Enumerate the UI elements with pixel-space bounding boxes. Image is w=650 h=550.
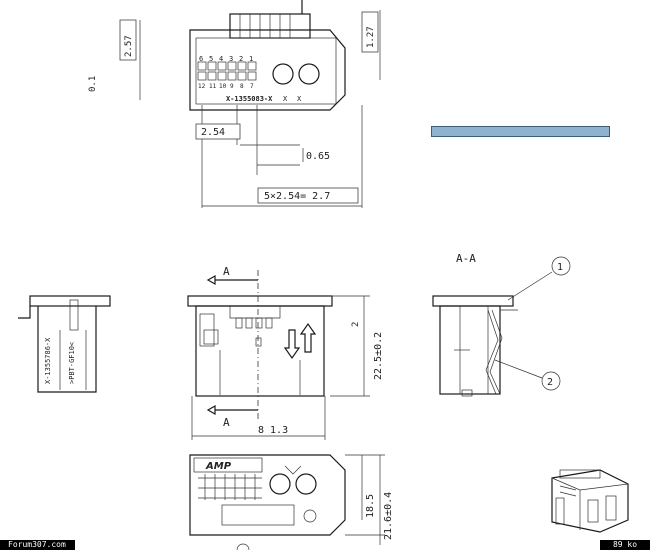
- pin-label-8: 8: [240, 83, 244, 90]
- pin-label-12: 12: [198, 83, 206, 90]
- callout-2: 2: [547, 377, 553, 388]
- part-number-top: X-1355083-X: [226, 95, 273, 103]
- dim-right-height: 1.27: [366, 26, 376, 48]
- pin-grid: [197, 61, 257, 81]
- dim-bottom-h2: 21.6±0.4: [383, 492, 394, 540]
- callout-2-circle: [541, 371, 561, 391]
- pin-label-1: 1: [249, 55, 253, 63]
- pin-label-4: 4: [219, 55, 223, 63]
- bottom-pin-rows: [198, 474, 262, 500]
- dim-top-offset: 0.1: [88, 76, 98, 92]
- section-label-top: A: [223, 265, 230, 278]
- pin-label-3: 3: [229, 55, 233, 63]
- pin-label-2: 2: [239, 55, 243, 63]
- pin-label-6: 6: [199, 55, 203, 63]
- section-view: A-A 1 2: [432, 252, 571, 397]
- pin-label-7: 7: [250, 83, 254, 90]
- left-side-view: X-1355786-X >PBT-GF10<: [18, 295, 111, 393]
- dim-bottom-h1: 18.5: [365, 494, 376, 518]
- pin-label-9: 9: [230, 83, 234, 90]
- center-view: A A 8 1.3 22.5±0.2 2: [187, 265, 384, 440]
- dim-gap: 0.65: [306, 151, 330, 162]
- footer-site-link[interactable]: Forum307.com: [0, 540, 75, 550]
- cavity-mark-right: X: [297, 95, 302, 103]
- cavity-circle-right: [298, 63, 320, 85]
- dim-height-side: 22.5±0.2: [373, 332, 384, 380]
- section-label-bottom: A: [223, 416, 230, 429]
- side-mark-part: X-1355786-X: [44, 337, 52, 384]
- dim-small: 2: [351, 322, 361, 327]
- cavity-circle-left: [272, 63, 294, 85]
- cavity-mark-left: X: [283, 95, 288, 103]
- isometric-thumbnail: [551, 469, 629, 533]
- pin-label-11: 11: [209, 83, 217, 90]
- section-title: A-A: [456, 252, 476, 265]
- bottom-view: AMP 18.5 21.6±0.4: [189, 454, 394, 550]
- callout-1-circle: [551, 256, 571, 276]
- callout-1: 1: [557, 262, 563, 273]
- highlight-bar: [431, 126, 610, 137]
- dim-pitch: 2.54: [201, 127, 225, 138]
- pin-label-5: 5: [209, 55, 213, 63]
- footer-file-size: 89 ko: [600, 540, 650, 550]
- dim-pitch-total: 5×2.54= 2.7: [264, 191, 330, 202]
- dim-width: 8 1.3: [258, 425, 288, 436]
- side-mark-material: >PBT-GF10<: [68, 342, 76, 384]
- pin-label-10: 10: [219, 83, 227, 90]
- dim-top-height: 2.57: [124, 35, 134, 57]
- top-view: 6 5 4 3 2 1 12 11 10 9 8 7 X-1355083-X X…: [88, 0, 381, 208]
- brand-logo: AMP: [205, 461, 232, 472]
